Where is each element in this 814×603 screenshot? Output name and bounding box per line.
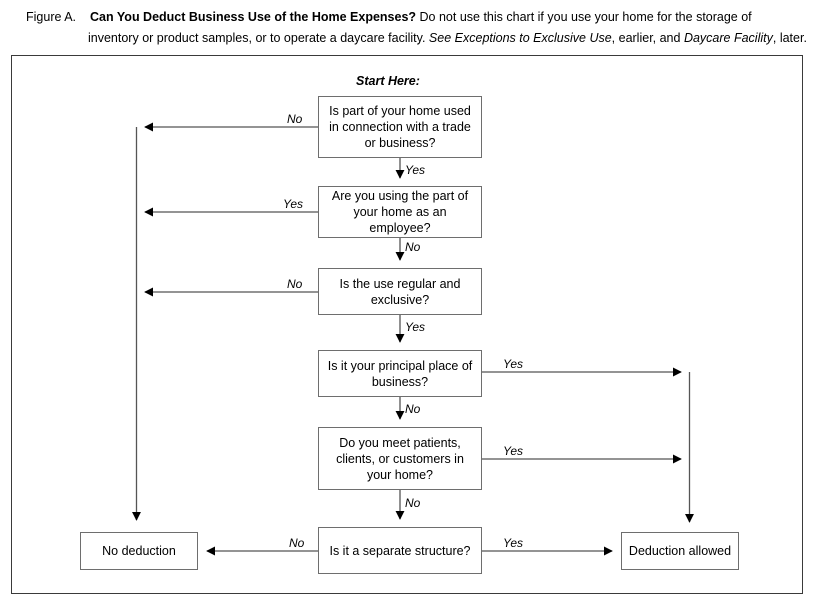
figure-description-part-2: inventory or product samples, or to oper… — [88, 31, 426, 45]
node-q1-text: Is part of your home used in connection … — [329, 104, 471, 150]
figure-label: Figure A. — [26, 10, 77, 24]
node-q2-text: Are you using the part of your home as a… — [331, 189, 469, 235]
edge-label-q6-yes: Yes — [503, 536, 524, 550]
node-no-deduction[interactable]: No deduction — [80, 532, 198, 570]
node-deduction-allowed-text: Deduction allowed — [628, 544, 732, 558]
caption-line-1: Figure A. Can You Deduct Business Use of … — [26, 9, 806, 26]
node-q5-text: Do you meet patients, clients, or custom… — [336, 435, 464, 482]
node-q2-employee[interactable]: Are you using the part of your home as a… — [318, 186, 482, 238]
figure-see-word: See — [428, 31, 452, 45]
edge-label-q3-no: No — [287, 277, 303, 291]
edge-label-q4-no: No — [405, 402, 421, 416]
edge-label-q6-no: No — [289, 536, 305, 550]
edge-label-q4-yes: Yes — [503, 357, 524, 371]
node-no-deduction-text: No deduction — [102, 544, 176, 558]
node-deduction-allowed[interactable]: Deduction allowed — [621, 532, 739, 570]
edge-label-q2-yes: Yes — [283, 197, 304, 211]
edge-label-q5-no: No — [405, 496, 421, 510]
figure-reference-daycare: Daycare Facility — [683, 31, 773, 45]
node-q5-meet-patients-clients[interactable]: Do you meet patients, clients, or custom… — [318, 427, 482, 490]
edge-label-q3-yes: Yes — [405, 320, 426, 334]
node-q6-text: Is it a separate structure? — [329, 543, 471, 558]
edge-label-q1-yes: Yes — [405, 163, 426, 177]
caption-line-2: inventory or product samples, or to oper… — [88, 30, 808, 47]
figure-title: Can You Deduct Business Use of the Home … — [90, 10, 417, 24]
figure-description-part-1: Do not use this chart if you use your ho… — [419, 10, 752, 24]
figure-description-end: , later. — [772, 31, 807, 45]
node-q4-text: Is it your principal place of business? — [327, 358, 473, 389]
figure-description-mid: , earlier, and — [611, 31, 681, 45]
start-here-label: Start Here: — [356, 74, 420, 88]
edge-label-q5-yes: Yes — [503, 444, 524, 458]
node-q4-principal-place[interactable]: Is it your principal place of business? — [318, 350, 482, 397]
edge-label-q1-no: No — [287, 112, 303, 126]
node-q6-separate-structure[interactable]: Is it a separate structure? — [318, 527, 482, 574]
figure-caption: Figure A. Can You Deduct Business Use of … — [0, 0, 814, 52]
node-q3-text: Is the use regular and exclusive? — [339, 276, 461, 307]
figure-reference-exceptions: Exceptions to Exclusive Use — [454, 31, 612, 45]
node-q1-home-trade-business[interactable]: Is part of your home used in connection … — [318, 96, 482, 158]
edge-label-q2-no: No — [405, 240, 421, 254]
node-q3-regular-exclusive[interactable]: Is the use regular and exclusive? — [318, 268, 482, 315]
